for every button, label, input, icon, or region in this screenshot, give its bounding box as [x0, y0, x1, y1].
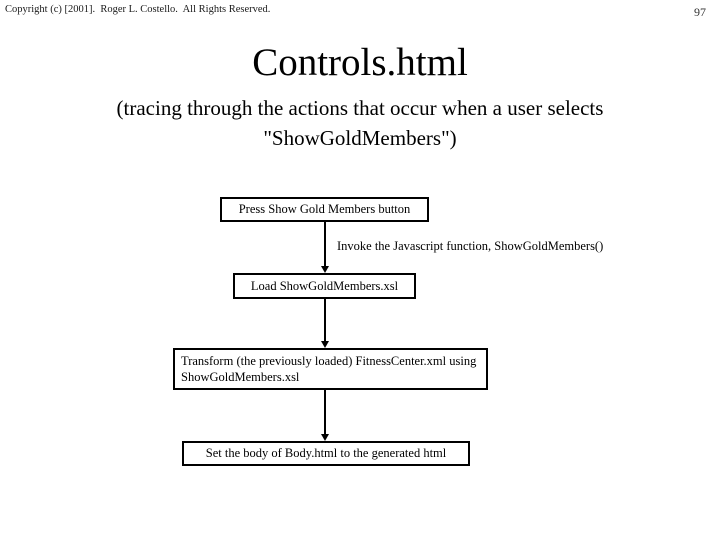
flowchart-step-set-body: Set the body of Body.html to the generat…: [182, 441, 470, 466]
subtitle-line-2: "ShowGoldMembers"): [263, 126, 457, 151]
arrow-down-head-1: [321, 266, 329, 273]
page-number: 97: [694, 5, 706, 19]
flowchart-step-press-button: Press Show Gold Members button: [220, 197, 429, 222]
slide-title: Controls.html: [252, 41, 468, 84]
copyright-text: Copyright (c) [2001]. Roger L. Costello.…: [5, 4, 271, 15]
arrow-down-line-2: [324, 299, 326, 341]
arrow-annotation: Invoke the Javascript function, ShowGold…: [337, 239, 604, 253]
flowchart-step-load-xsl: Load ShowGoldMembers.xsl: [233, 273, 416, 299]
arrow-down-line-1: [324, 222, 326, 266]
arrow-down-line-3: [324, 390, 326, 434]
flowchart-step-transform-xml: Transform (the previously loaded) Fitnes…: [173, 348, 488, 390]
arrow-down-head-3: [321, 434, 329, 441]
slide-subtitle: (tracing through the actions that occur …: [0, 93, 720, 154]
subtitle-line-1: (tracing through the actions that occur …: [116, 96, 604, 120]
arrow-down-head-2: [321, 341, 329, 348]
